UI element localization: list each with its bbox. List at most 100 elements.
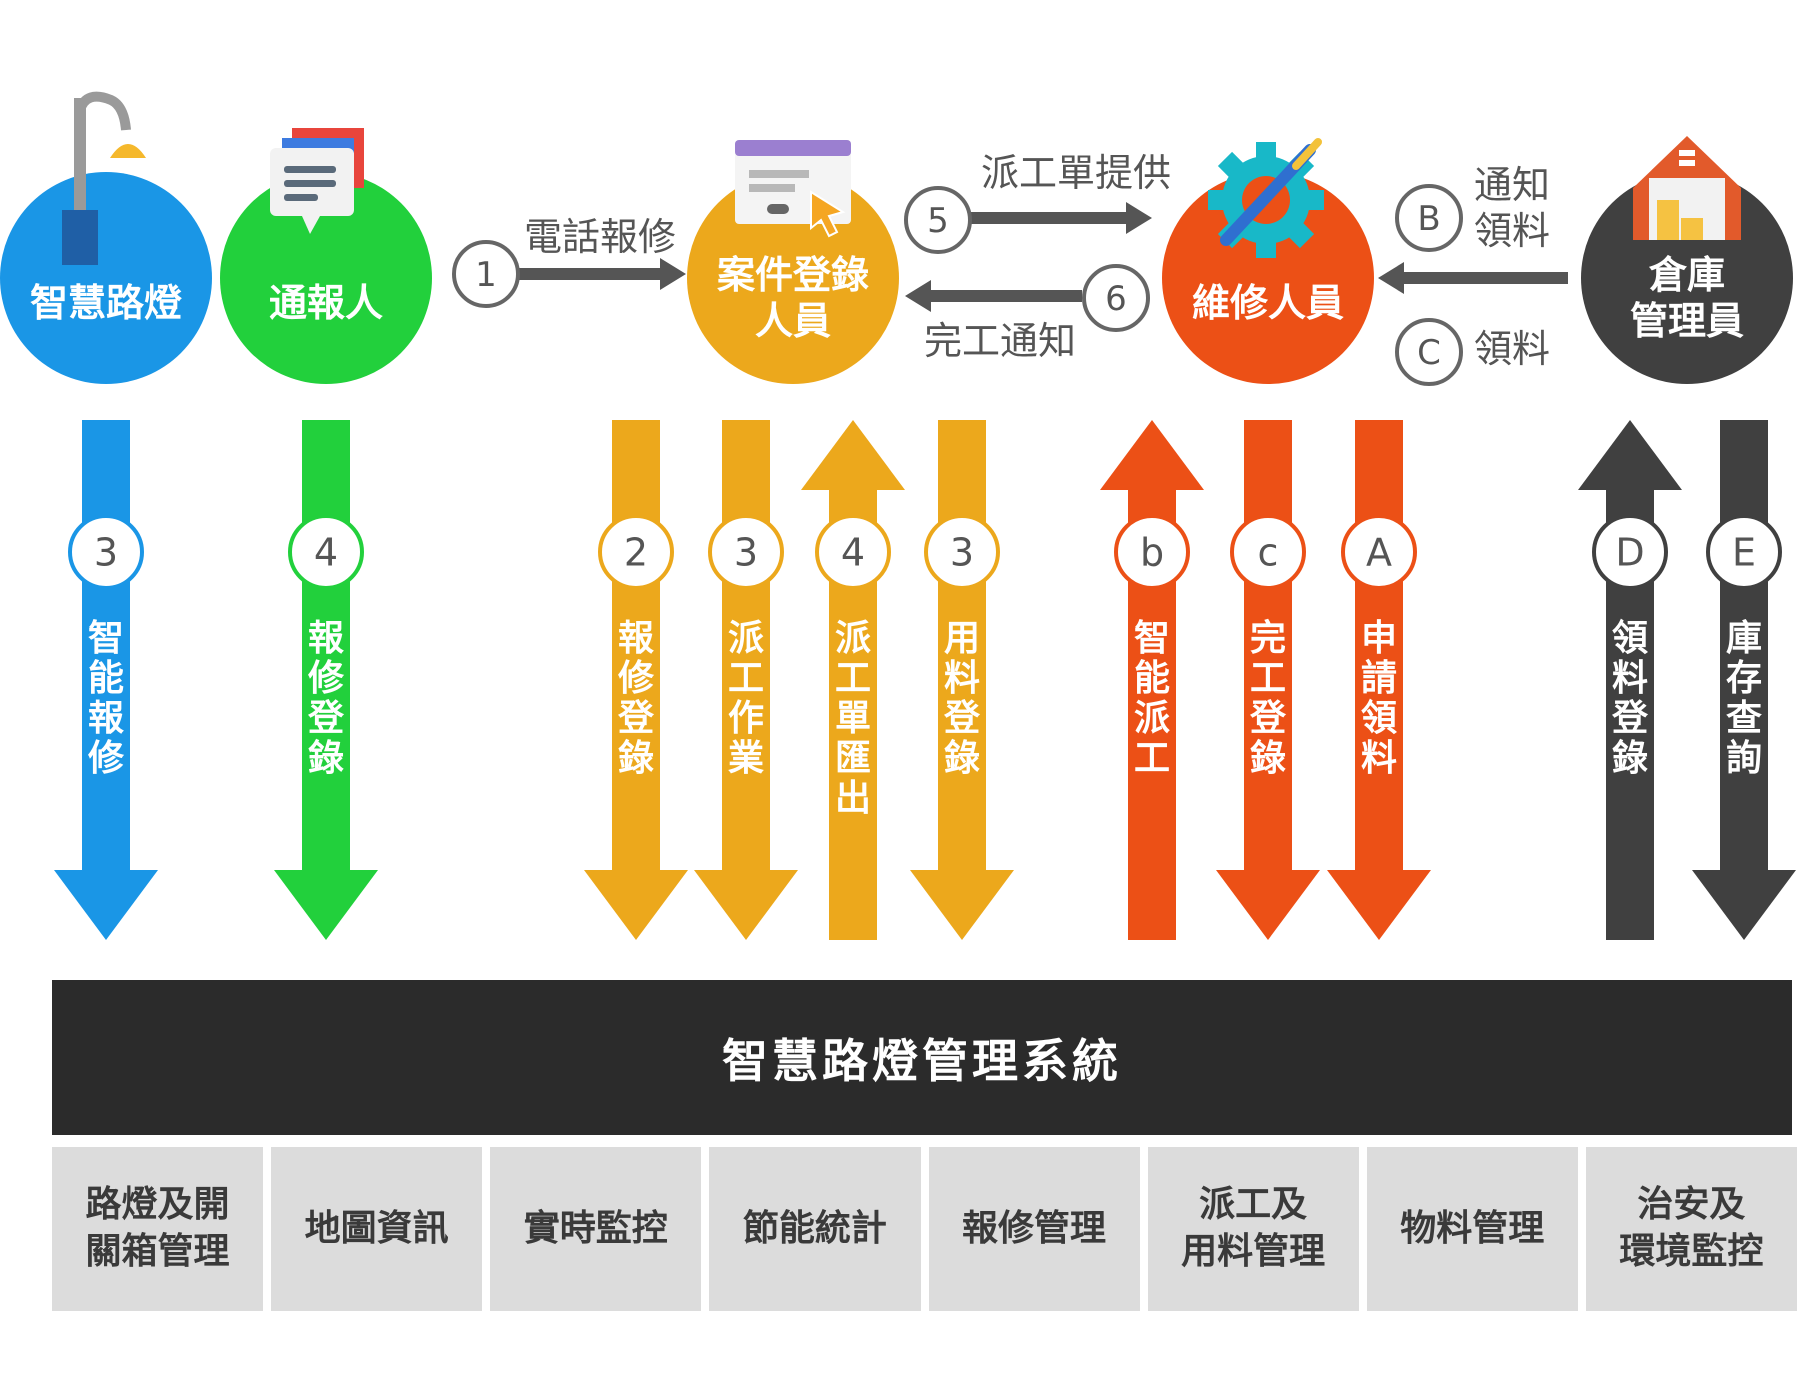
arrow-label-char: 錄 (308, 738, 344, 779)
browser-cursor-icon (735, 140, 851, 238)
arrow-label-char: 領 (1361, 697, 1397, 739)
module-box: 派工及 用料管理 (1147, 1147, 1359, 1311)
step-badge-label: 4 (314, 531, 338, 575)
arrow-head (1327, 870, 1431, 940)
role-reporter: 通報人 (220, 128, 432, 384)
arrow-label-char: 工 (835, 658, 871, 699)
step-badge-label: A (1366, 531, 1392, 575)
arrow-step-badge: b (1114, 514, 1190, 590)
flow-step-badge: B (1395, 184, 1463, 252)
step-badge-label: 4 (841, 531, 865, 575)
step-badge-label: E (1732, 531, 1756, 575)
arrow-label-char: 錄 (618, 738, 654, 779)
module-box: 物料管理 (1366, 1147, 1578, 1311)
arrow-head (1692, 870, 1796, 940)
arrow-step-badge: 2 (598, 514, 674, 590)
arrow-label-char: 能 (1134, 658, 1170, 699)
arrow-head (801, 420, 905, 490)
arrow-step-badge: 3 (708, 514, 784, 590)
arrow-label-char: 報 (618, 618, 654, 659)
module-box: 治安及 環境監控 (1585, 1147, 1797, 1311)
role-label: 通報人 (269, 281, 383, 325)
arrow-label-char: 智 (88, 618, 124, 659)
arrow-label-char: 登 (1611, 698, 1649, 739)
arrow-label-char: 修 (618, 658, 655, 699)
module-label: 報修管理 (962, 1207, 1107, 1249)
flow-step-badge: 6 (1082, 264, 1150, 332)
arrow-step-badge: 4 (815, 514, 891, 590)
arrow-label-char: 登 (307, 698, 345, 739)
arrow-step-badge: D (1592, 514, 1668, 590)
arrow-label-char: 完 (1250, 618, 1286, 659)
flow-arrow-shaft (518, 268, 660, 280)
arrow-step-badge: A (1341, 514, 1417, 590)
step-badge-label: 6 (1105, 279, 1127, 319)
arrow-label-char: 修 (308, 658, 345, 699)
system-title: 智慧路燈管理系統 (722, 1033, 1122, 1088)
arrow-label-char: 料 (944, 658, 980, 699)
arrow-shaft (938, 420, 986, 870)
flow-arrow-shaft (1404, 272, 1568, 284)
flow-label: 領料 (1474, 327, 1550, 371)
arrow-label-char: 工 (1134, 738, 1170, 779)
role-maintenance: 維修人員 (1162, 138, 1374, 384)
flow-step-badge: 1 (452, 240, 520, 308)
arrow-label-char: 申 (1361, 618, 1397, 659)
arrow-step-badge: 3 (68, 514, 144, 590)
step-badge-label: c (1258, 531, 1279, 575)
arrow-head (1100, 420, 1204, 490)
step-badge-label: b (1140, 531, 1164, 575)
flow-step-badge: C (1395, 318, 1463, 386)
role-label: 倉庫 (1648, 253, 1725, 297)
arrow-label-char: 派 (835, 618, 871, 659)
role-circle (220, 172, 432, 384)
role-circle (1162, 172, 1374, 384)
flow-label: 派工單提供 (981, 151, 1171, 195)
arrow-label-char: 料 (1361, 738, 1397, 779)
arrow-label-char: 詢 (1726, 737, 1762, 779)
arrow-label-char: 請 (1361, 658, 1397, 699)
step-badge-label: 3 (950, 531, 974, 575)
arrow-shaft (612, 420, 660, 870)
flow-arrow-head (905, 280, 931, 312)
role-label: 維修人員 (1192, 281, 1344, 325)
arrow-label-char: 智 (1134, 618, 1170, 659)
arrow-label-char: 用 (944, 618, 980, 659)
flow-arrow-head (1378, 262, 1404, 294)
arrow-head (54, 870, 158, 940)
arrow-label-char: 登 (943, 698, 981, 739)
arrow-label-char: 工 (1250, 658, 1286, 699)
module-box: 報修管理 (928, 1147, 1140, 1311)
warehouse-icon (1633, 136, 1741, 240)
arrow-label-char: 業 (728, 738, 764, 779)
step-badge-label: C (1417, 333, 1441, 373)
flow-label: 電話報修 (524, 215, 676, 259)
arrow-label-char: 登 (617, 698, 655, 739)
street-lamp-icon (62, 91, 146, 265)
gear-wrench-icon (1208, 138, 1324, 258)
flow-arrow-head (1126, 202, 1152, 234)
module-box: 地圖資訊 (271, 1147, 483, 1311)
role-label: 管理員 (1630, 299, 1744, 343)
role-circle (0, 172, 212, 384)
arrow-label-char: 錄 (1250, 738, 1286, 779)
role-label: 人員 (755, 299, 831, 343)
arrow-head (1216, 870, 1320, 940)
arrow-label-char: 單 (835, 698, 871, 739)
arrow-step-badge: c (1230, 514, 1306, 590)
arrow-shaft (722, 420, 770, 870)
flow-label: 通知 (1474, 163, 1550, 207)
step-badge-label: D (1615, 531, 1644, 575)
arrow-label-char: 出 (835, 778, 871, 819)
